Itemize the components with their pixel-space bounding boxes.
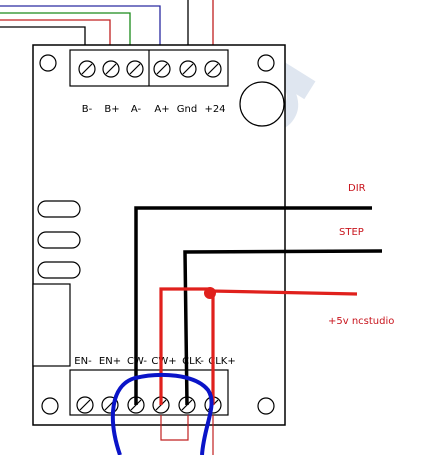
- mount-hole-bottom-right: [257, 397, 275, 415]
- label-24v: +24: [204, 104, 225, 115]
- signal-wires: [110, 206, 383, 455]
- top-terminal-labels: B- B+ A- A+ Gnd +24: [82, 104, 226, 115]
- label-gnd: Gnd: [177, 104, 197, 115]
- vcc-wire-to-source: [210, 289, 358, 296]
- bottom-thin-wires: [160, 415, 214, 455]
- top-screws: [78, 60, 222, 78]
- label-b-plus: B+: [104, 104, 119, 115]
- screw-terminal-b-minus: [78, 60, 96, 78]
- screw-terminal-a-minus: [126, 60, 144, 78]
- blue-loop-wire: [110, 372, 214, 455]
- vcc-junction: [204, 287, 216, 299]
- dip-switch-3: [37, 261, 81, 279]
- step-label: STEP: [339, 227, 364, 238]
- capacitor: [239, 81, 285, 127]
- screw-terminal-b-plus: [102, 60, 120, 78]
- label-en-minus: EN-: [74, 356, 92, 367]
- side-connector: [32, 283, 71, 367]
- screw-terminal-a-plus: [153, 60, 171, 78]
- mount-hole-top-left: [39, 54, 57, 72]
- label-a-minus: A-: [131, 104, 142, 115]
- signal-labels: DIR STEP +5v ncstudio: [328, 183, 394, 327]
- top-wire-2: [0, 12, 131, 50]
- screw-terminal-gnd: [179, 60, 197, 78]
- label-cw-plus: CW+: [151, 356, 176, 367]
- label-clk-plus: CLK+: [208, 356, 236, 367]
- dir-wire: [134, 206, 372, 405]
- top-wire-4: [0, 26, 86, 50]
- dip-switch-2: [37, 231, 81, 249]
- label-en-plus: EN+: [99, 356, 121, 367]
- top-wire-3: [0, 19, 111, 50]
- screw-terminal-24v: [204, 60, 222, 78]
- top-wire-1: [0, 5, 161, 50]
- label-b-minus: B-: [82, 104, 93, 115]
- mount-hole-bottom-left: [41, 397, 59, 415]
- vcc-wire-to-cw-plus: [159, 287, 211, 405]
- vcc-label: +5v ncstudio: [328, 316, 394, 327]
- mount-hole-top-right: [257, 54, 275, 72]
- bottom-terminal-block: [69, 369, 229, 416]
- driver-board: [32, 44, 286, 426]
- label-a-plus: A+: [154, 104, 169, 115]
- screw-terminal-en-minus: [76, 396, 94, 414]
- dir-label: DIR: [348, 183, 366, 194]
- label-clk-minus: CLK-: [182, 356, 204, 367]
- top-input-wires: [0, 0, 214, 50]
- dip-switch-1: [37, 200, 81, 218]
- step-wire: [183, 249, 383, 406]
